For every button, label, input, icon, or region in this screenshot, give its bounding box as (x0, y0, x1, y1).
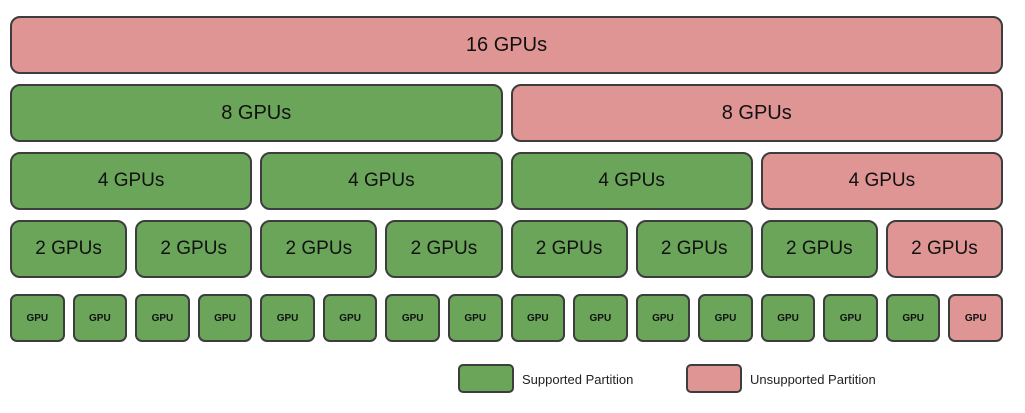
partition-block-unsupported: 2 GPUs (885, 220, 1003, 278)
partition-block-supported: 8 GPUs (10, 84, 503, 142)
partition-block-supported: GPU (698, 294, 753, 342)
partition-block-supported: GPU (322, 294, 378, 342)
partition-block-supported: 2 GPUs (510, 220, 628, 278)
partition-block-supported: GPU (197, 294, 253, 342)
partition-block-unsupported: 16 GPUs (10, 16, 1003, 74)
partition-block-supported: GPU (823, 294, 878, 342)
partition-block-supported: GPU (135, 294, 190, 342)
partition-block-unsupported: 8 GPUs (510, 84, 1003, 142)
partition-block-supported: 2 GPUs (10, 220, 128, 278)
partition-block-supported: GPU (760, 294, 816, 342)
partition-block-supported: 4 GPUs (10, 152, 253, 210)
partition-block-supported: 4 GPUs (510, 152, 753, 210)
partition-block-supported: 2 GPUs (260, 220, 378, 278)
legend-label-supported: Supported Partition (522, 372, 634, 387)
legend-swatch-supported (458, 364, 514, 393)
partition-block-supported: GPU (385, 294, 440, 342)
partition-block-supported: GPU (447, 294, 503, 342)
partition-block-unsupported: GPU (948, 294, 1003, 342)
partition-block-supported: GPU (72, 294, 128, 342)
legend-label-unsupported: Unsupported Partition (750, 372, 876, 387)
partition-block-supported: GPU (510, 294, 566, 342)
partition-block-supported: GPU (635, 294, 691, 342)
partition-block-supported: 2 GPUs (760, 220, 878, 278)
partition-block-supported: 4 GPUs (260, 152, 503, 210)
partition-block-supported: 2 GPUs (135, 220, 253, 278)
partition-block-supported: GPU (260, 294, 315, 342)
partition-block-supported: GPU (10, 294, 65, 342)
partition-block-supported: 2 GPUs (635, 220, 753, 278)
legend-swatch-unsupported (686, 364, 742, 393)
partition-block-unsupported: 4 GPUs (760, 152, 1003, 210)
partition-block-supported: GPU (573, 294, 628, 342)
partition-block-supported: 2 GPUs (385, 220, 503, 278)
partition-block-supported: GPU (885, 294, 941, 342)
